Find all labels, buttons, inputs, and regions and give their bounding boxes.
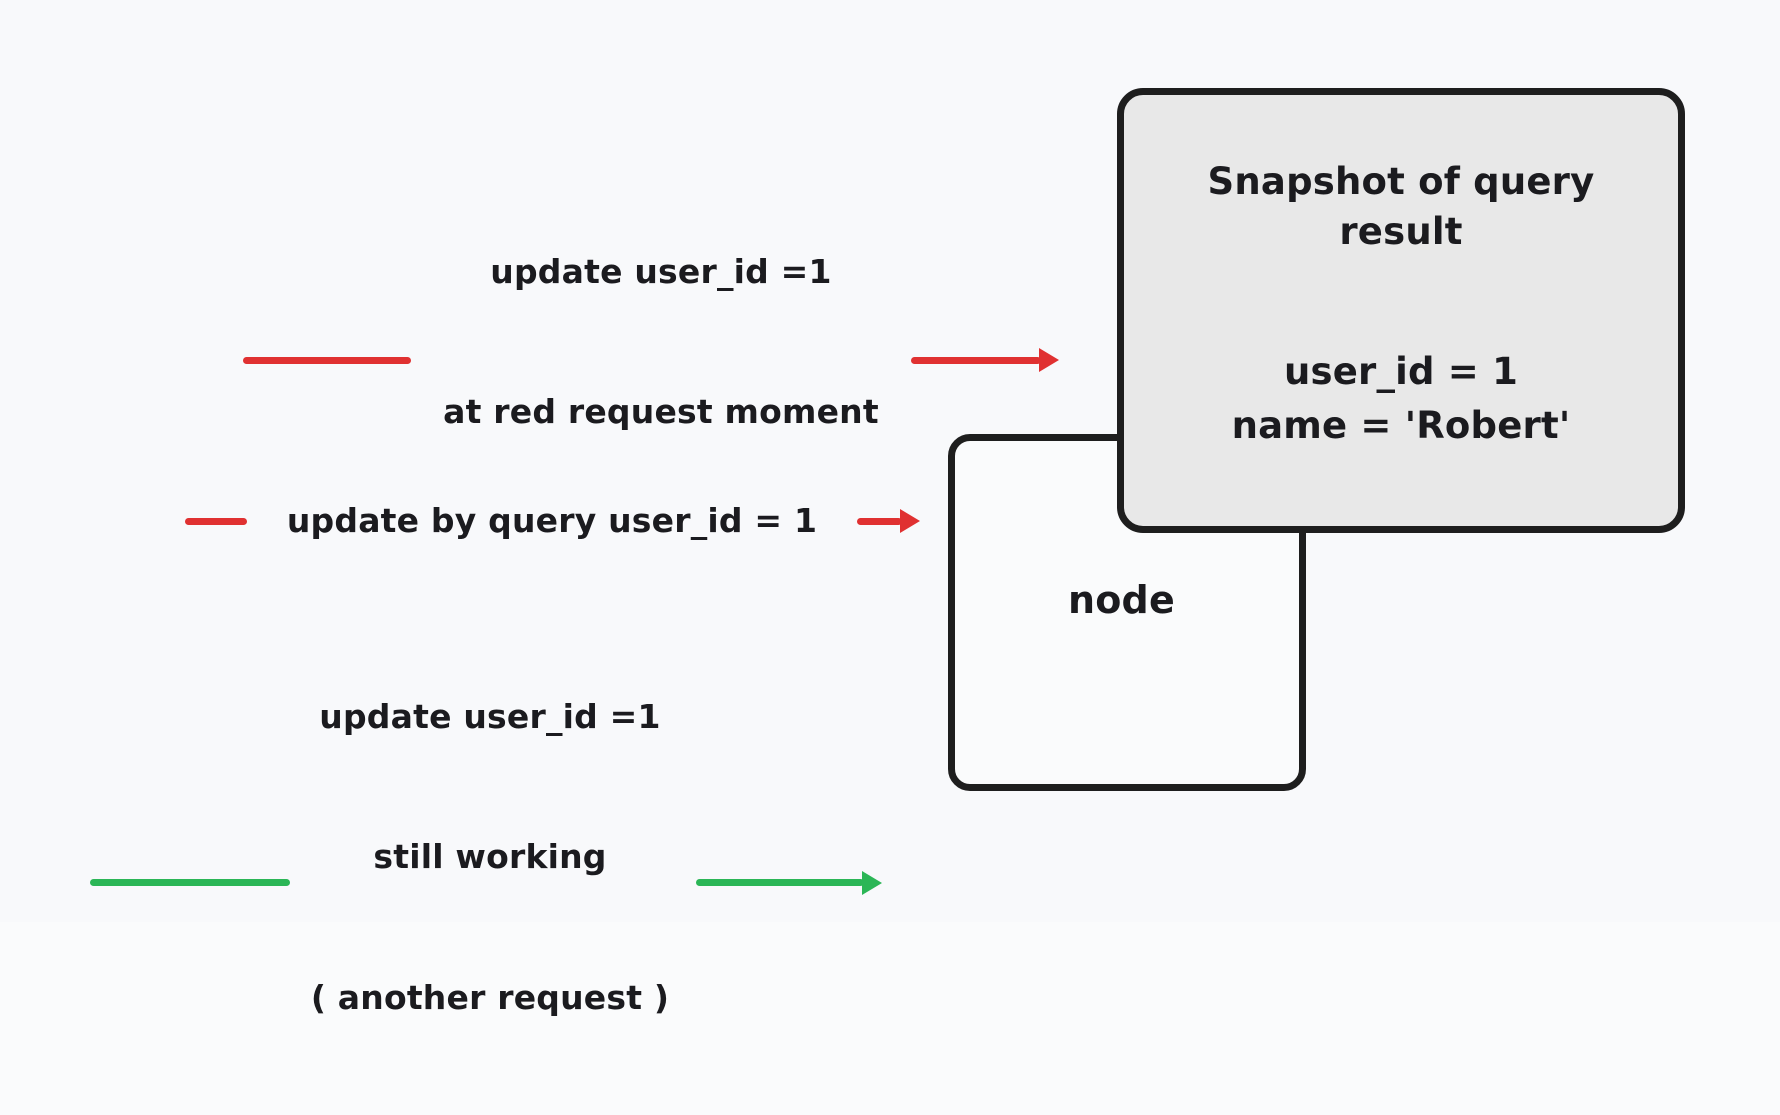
annotation-update-by-query: update by query user_id = 1 [185,498,925,545]
red-arrow-1-head [1039,348,1059,373]
snapshot-of-query-result-box[interactable]: Snapshot of query result user_id = 1 nam… [1117,88,1685,533]
annotation-update-red: update user_id =1 at red request moment [243,155,1073,530]
annotation-update-green-line-3: ( another request ) [310,977,670,1017]
annotation-update-green-line-1: update user_id =1 [319,696,661,736]
annotation-update-green-label: update user_id =1 still working ( anothe… [290,600,690,1115]
snapshot-field-name: name = 'Robert' [1231,403,1571,447]
snapshot-box-fields: user_id = 1 name = 'Robert' [1232,345,1571,452]
red-lead-segment-1 [243,356,411,364]
red-arrow-1 [911,348,1059,373]
green-arrow-head [862,870,882,895]
snapshot-title-line-2: result [1339,209,1463,253]
node-box-label: node [1068,578,1175,622]
annotation-update-red-line-1: update user_id =1 [490,251,832,291]
annotation-update-red-label: update user_id =1 at red request moment [411,155,911,530]
red-arrow-2-shaft [857,517,902,525]
green-lead-segment [90,879,290,887]
diagram-canvas: node Snapshot of query result user_id = … [90,88,1685,1017]
snapshot-field-user-id: user_id = 1 [1283,349,1519,393]
snapshot-title-line-1: Snapshot of query [1207,160,1595,203]
annotation-update-green-line-2: still working [373,837,607,877]
red-lead-segment-2 [185,517,247,525]
green-arrow-shaft [696,879,864,887]
snapshot-box-title: Snapshot of query result [1163,157,1639,257]
annotation-update-red-line-2: at red request moment [443,392,879,432]
red-arrow-2 [857,509,920,534]
annotation-update-green: update user_id =1 still working ( anothe… [90,600,920,1115]
annotation-update-by-query-label: update by query user_id = 1 [286,501,818,540]
red-arrow-1-shaft [911,356,1041,364]
red-arrow-2-head [900,509,920,534]
green-arrow [696,870,882,895]
